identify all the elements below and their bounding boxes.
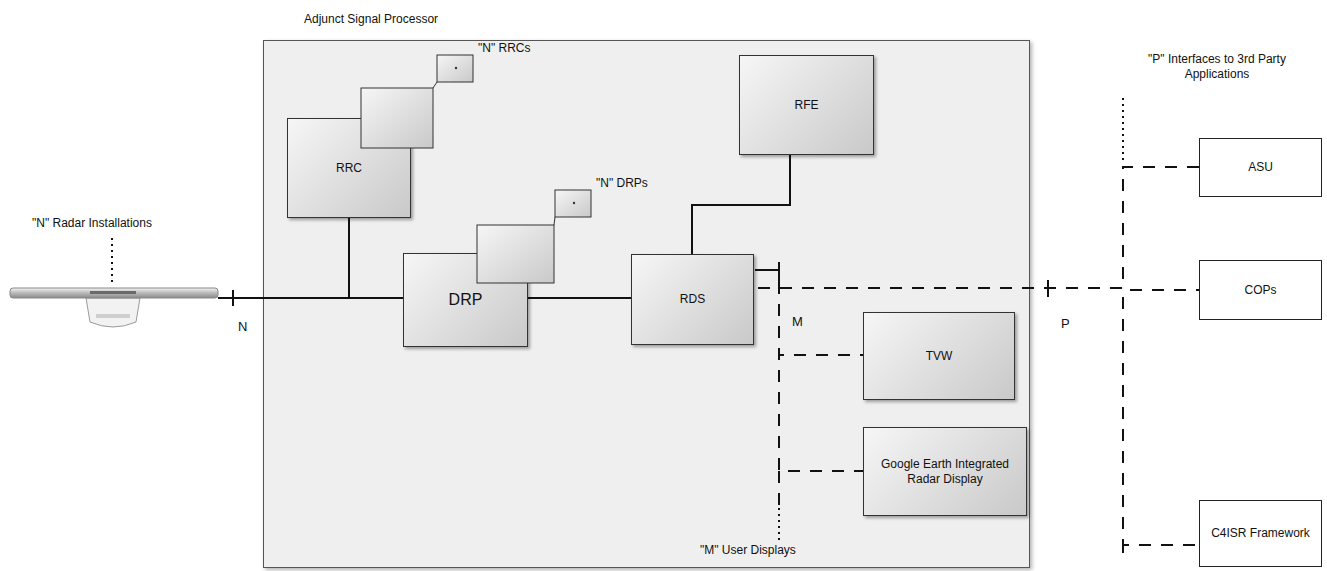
display-box: Google Earth Integrated Radar Display bbox=[863, 427, 1027, 516]
display-box: TVW bbox=[863, 312, 1015, 400]
data-link-dashed bbox=[758, 288, 1199, 545]
tick-mark bbox=[1047, 280, 1049, 297]
leader-line bbox=[778, 508, 780, 540]
data-link-dashed bbox=[779, 282, 863, 471]
process-box: DRP bbox=[403, 253, 528, 347]
application-box: C4ISR Framework bbox=[1199, 500, 1322, 567]
marker-link bbox=[554, 217, 555, 225]
bus-stub bbox=[755, 269, 779, 271]
bus-tail bbox=[1122, 545, 1124, 553]
bus-tail bbox=[778, 471, 780, 506]
process-box: RRC bbox=[287, 118, 411, 218]
multiplicity-note: "N" Radar Installations bbox=[32, 216, 152, 231]
interface-letter: P bbox=[1061, 316, 1070, 332]
marker-box bbox=[555, 190, 591, 217]
box-label: COPs bbox=[1240, 283, 1280, 298]
stack-box bbox=[361, 88, 433, 148]
multiplicity-note: "N" RRCs bbox=[478, 41, 531, 56]
data-link-dashed bbox=[758, 288, 1199, 290]
marker-link bbox=[433, 82, 437, 88]
application-box: COPs bbox=[1199, 260, 1322, 320]
marker-box bbox=[437, 55, 473, 82]
process-box: RFE bbox=[739, 55, 874, 155]
signal-line bbox=[349, 218, 403, 298]
box-label: ASU bbox=[1244, 160, 1277, 175]
process-box: RDS bbox=[631, 254, 754, 345]
box-label: RFE bbox=[791, 98, 823, 113]
leader-line bbox=[1122, 98, 1124, 160]
leader-line bbox=[111, 238, 113, 282]
data-link-dashed bbox=[758, 167, 1199, 288]
interface-letter: M bbox=[792, 314, 803, 330]
signal-line bbox=[692, 155, 790, 254]
box-label: RDS bbox=[676, 292, 709, 307]
tick-mark bbox=[232, 290, 234, 306]
interface-letter: N bbox=[238, 319, 247, 335]
box-label: Google Earth Integrated Radar Display bbox=[864, 457, 1026, 487]
application-box: ASU bbox=[1199, 138, 1322, 197]
multiplicity-note: "N" DRPs bbox=[596, 176, 648, 191]
box-label: TVW bbox=[922, 349, 957, 364]
marker-dot bbox=[573, 202, 575, 204]
radar-antenna bbox=[10, 288, 218, 327]
signal-line bbox=[528, 298, 631, 299]
multiplicity-note: "M" User Displays bbox=[700, 543, 796, 558]
data-link-dashed bbox=[779, 282, 863, 355]
box-label: RRC bbox=[332, 161, 366, 176]
box-label: DRP bbox=[445, 290, 487, 310]
radar-line bbox=[218, 297, 349, 299]
tick-mark bbox=[778, 262, 780, 282]
enclosure-title: Adjunct Signal Processor bbox=[304, 12, 438, 26]
multiplicity-note: "P" Interfaces to 3rd Party Applications bbox=[1126, 52, 1308, 82]
marker-dot bbox=[455, 67, 457, 69]
stack-box bbox=[477, 225, 554, 283]
processor-enclosure: Adjunct Signal ProcessorRRCDRPRFERDSTVWG… bbox=[263, 40, 1030, 568]
box-label: C4ISR Framework bbox=[1207, 526, 1314, 541]
